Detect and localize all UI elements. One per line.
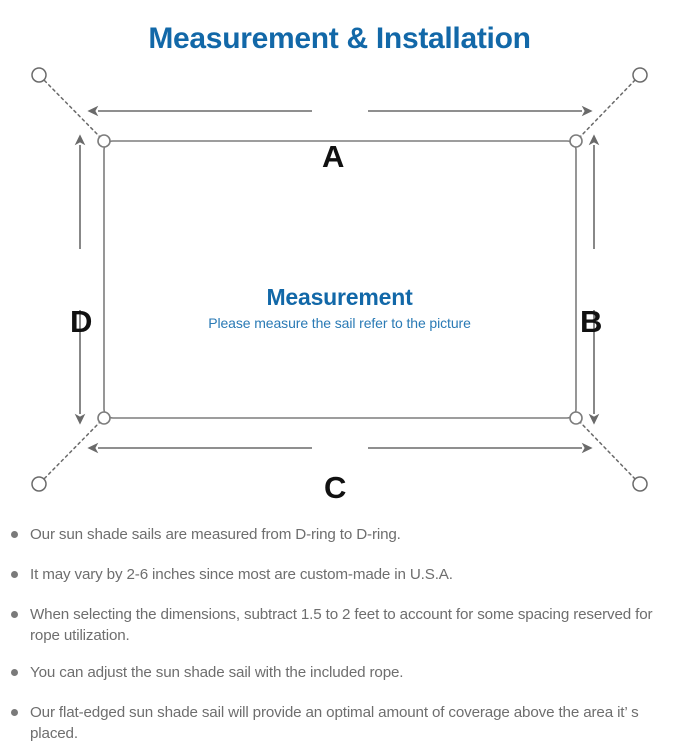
rope-line-top-right xyxy=(578,76,639,139)
rope-lines xyxy=(40,76,639,483)
d-ring-bottom-right xyxy=(569,411,583,425)
dimension-label-b: B xyxy=(580,304,603,339)
list-item-text: When selecting the dimensions, subtract … xyxy=(30,606,653,644)
dimension-label-c: C xyxy=(324,470,347,505)
anchor-points xyxy=(31,67,648,492)
d-ring-bottom-left xyxy=(97,411,111,425)
list-item: It may vary by 2-6 inches since most are… xyxy=(0,564,679,585)
measurement-diagram: Measurement Please measure the sail refe… xyxy=(0,44,679,514)
dimension-label-a: A xyxy=(322,139,345,174)
bullet-icon xyxy=(11,611,18,618)
anchor-point-top-right xyxy=(632,67,648,83)
bullet-icon xyxy=(11,709,18,716)
list-item-text: Our flat-edged sun shade sail will provi… xyxy=(30,704,639,742)
bullet-icon xyxy=(11,571,18,578)
page-title: Measurement & Installation xyxy=(148,22,531,56)
list-item: When selecting the dimensions, subtract … xyxy=(0,604,679,646)
list-item: Our sun shade sails are measured from D-… xyxy=(0,524,679,545)
rope-line-bottom-right xyxy=(578,420,639,483)
sail-body xyxy=(103,140,577,419)
d-ring-top-right xyxy=(569,134,583,148)
bullet-icon xyxy=(11,669,18,676)
list-item: You can adjust the sun shade sail with t… xyxy=(0,662,679,683)
list-item: Our flat-edged sun shade sail will provi… xyxy=(0,702,679,744)
list-item-text: You can adjust the sun shade sail with t… xyxy=(30,664,404,681)
notes-list: Our sun shade sails are measured from D-… xyxy=(0,524,679,744)
diagram-svg xyxy=(31,67,648,492)
anchor-point-bottom-left xyxy=(31,476,47,492)
rope-line-top-left xyxy=(40,76,102,139)
bullet-icon xyxy=(11,531,18,538)
anchor-point-bottom-right xyxy=(632,476,648,492)
rope-line-bottom-left xyxy=(40,420,102,483)
d-rings xyxy=(97,134,583,425)
list-item-text: It may vary by 2-6 inches since most are… xyxy=(30,566,453,583)
list-item-text: Our sun shade sails are measured from D-… xyxy=(30,526,401,543)
dimension-label-d: D xyxy=(70,304,93,339)
d-ring-top-left xyxy=(97,134,111,148)
anchor-point-top-left xyxy=(31,67,47,83)
